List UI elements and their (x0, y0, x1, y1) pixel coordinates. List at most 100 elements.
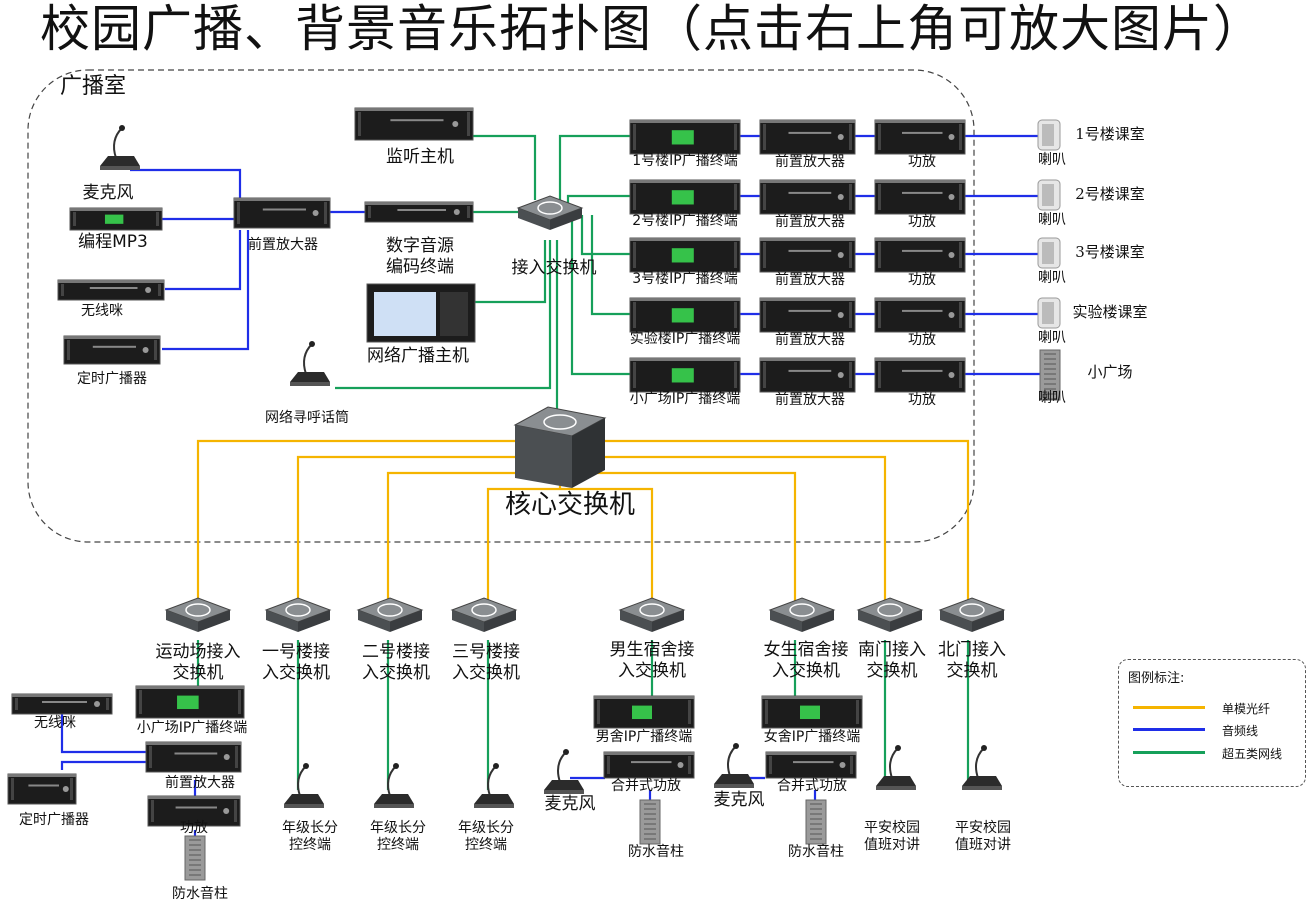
building-preamp-4 (759, 297, 856, 333)
monitor-host (354, 107, 474, 141)
legend-cat5-line (1133, 751, 1205, 754)
building-terminal-1 (629, 119, 741, 155)
female-dorm-mic (714, 743, 754, 788)
building-speaker-1 (1037, 119, 1061, 151)
row-amp-label-3: 功放 (908, 272, 936, 288)
sub-switch-icon-3 (356, 597, 424, 632)
access-switch-icon (516, 195, 584, 230)
sports-column-label: 防水音柱 (172, 886, 228, 902)
wire-sports-timer (60, 760, 150, 770)
female-dorm-terminal (761, 695, 863, 729)
row-speaker-label-3: 喇叭 (1038, 270, 1066, 286)
building-preamp-2 (759, 179, 856, 215)
row-preamp-label-5: 前置放大器 (775, 392, 845, 408)
sports-wireless-label: 无线咪 (34, 715, 76, 731)
wire-host-switch (475, 240, 547, 304)
building-speaker-3 (1037, 237, 1061, 269)
core-switch-label: 核心交换机 (504, 490, 636, 520)
sports-amp-label: 功放 (180, 820, 208, 836)
building-speaker-4 (1037, 297, 1061, 329)
sub-switch-label-2: 一号楼接 入交换机 (262, 642, 330, 683)
wire-timer-preamp (162, 230, 250, 351)
sports-preamp (145, 741, 242, 773)
row-terminal-label-4: 实验楼IP广播终端 (629, 331, 741, 347)
wireless-mic-receiver (57, 279, 165, 301)
sub-switch-label-5: 男生宿舍接 入交换机 (609, 640, 695, 681)
female-amp-label: 合并式功放 (777, 778, 847, 794)
wire-switch-terminal-5 (570, 215, 630, 376)
building-terminal-5 (629, 357, 741, 393)
broadcast-room-label: 广播室 (60, 74, 127, 99)
grade-terminal-label-3: 年级长分 控终端 (458, 820, 514, 853)
north-gate-intercom (962, 745, 1002, 790)
row-room-label-2: 2号楼课室 (1075, 185, 1145, 203)
south-gate-intercom (876, 745, 916, 790)
main-preamp (233, 197, 331, 229)
programmable-mp3 (69, 207, 163, 231)
row-room-label-1: 1号楼课室 (1075, 125, 1145, 143)
sub-switch-icon-2 (264, 597, 332, 632)
male-dorm-column (639, 799, 661, 845)
wire-wireless-preamp (165, 230, 242, 291)
building-amp-1 (874, 119, 966, 155)
row-speaker-label-2: 喇叭 (1038, 212, 1066, 228)
female-mic-label: 麦克风 (713, 790, 765, 810)
square-speaker-column (1039, 349, 1061, 401)
sports-terminal (135, 685, 245, 719)
wire-paging-switch (335, 240, 552, 390)
male-dorm-mic (544, 749, 584, 794)
wireless-mic-label: 无线咪 (81, 303, 123, 319)
row-amp-label-5: 功放 (908, 392, 936, 408)
male-mic-label: 麦克风 (544, 794, 596, 814)
sub-switch-label-7: 南门接入 交换机 (858, 640, 926, 681)
sports-wireless-mic (11, 693, 113, 715)
fiber-core-switch-2 (296, 455, 560, 605)
mic-label: 麦克风 (82, 183, 134, 203)
legend-audio-line (1133, 728, 1205, 731)
building-amp-5 (874, 357, 966, 393)
sub-switch-label-1: 运动场接入 交换机 (155, 642, 241, 683)
wire-monitor-switch (472, 134, 537, 200)
fiber-core-switch-3 (386, 471, 560, 605)
sports-preamp-label: 前置放大器 (165, 775, 235, 791)
building-terminal-4 (629, 297, 741, 333)
building-preamp-1 (759, 119, 856, 155)
sub-switch-label-6: 女生宿舍接 入交换机 (763, 640, 849, 681)
row-amp-label-2: 功放 (908, 214, 936, 230)
building-preamp-5 (759, 357, 856, 393)
building-amp-3 (874, 237, 966, 273)
paging-mic-label: 网络寻呼话筒 (265, 410, 349, 426)
female-dorm-column (805, 799, 827, 845)
grade-terminal-mic-3 (474, 763, 514, 808)
core-switch-icon (513, 406, 607, 488)
female-terminal-label: 女舍IP广播终端 (763, 729, 861, 745)
row-preamp-label-3: 前置放大器 (775, 272, 845, 288)
network-broadcast-host (366, 283, 476, 343)
male-terminal-label: 男舍IP广播终端 (595, 729, 693, 745)
building-amp-2 (874, 179, 966, 215)
legend (1118, 659, 1306, 787)
male-amp-label: 合并式功放 (611, 778, 681, 794)
fiber-core-switch-1 (196, 439, 560, 605)
fiber-core-switch-4 (486, 487, 560, 605)
row-amp-label-4: 功放 (908, 332, 936, 348)
sub-switch-label-3: 二号楼接 入交换机 (362, 642, 430, 683)
building-preamp-3 (759, 237, 856, 273)
building-speaker-2 (1037, 179, 1061, 211)
legend-cat5-label: 超五类网线 (1222, 747, 1283, 761)
sub-switch-icon-6 (768, 597, 836, 632)
building-terminal-3 (629, 237, 741, 273)
sub-switch-icon-8 (938, 597, 1006, 632)
wire-sports-wireless (60, 710, 150, 754)
legend-title: 图例标注: (1128, 671, 1185, 686)
encoder-label: 数字音源 编码终端 (386, 236, 454, 277)
mp3-label: 编程MP3 (78, 232, 148, 252)
wire-switch-terminal-3 (580, 215, 630, 256)
sports-timer-label: 定时广播器 (19, 812, 89, 828)
row-preamp-label-2: 前置放大器 (775, 214, 845, 230)
grade-terminal-mic-2 (374, 763, 414, 808)
timer-label: 定时广播器 (77, 371, 147, 387)
page-title: 校园广播、背景音乐拓扑图（点击右上角可放大图片） (40, 0, 1264, 58)
female-dorm-amp (765, 751, 857, 779)
